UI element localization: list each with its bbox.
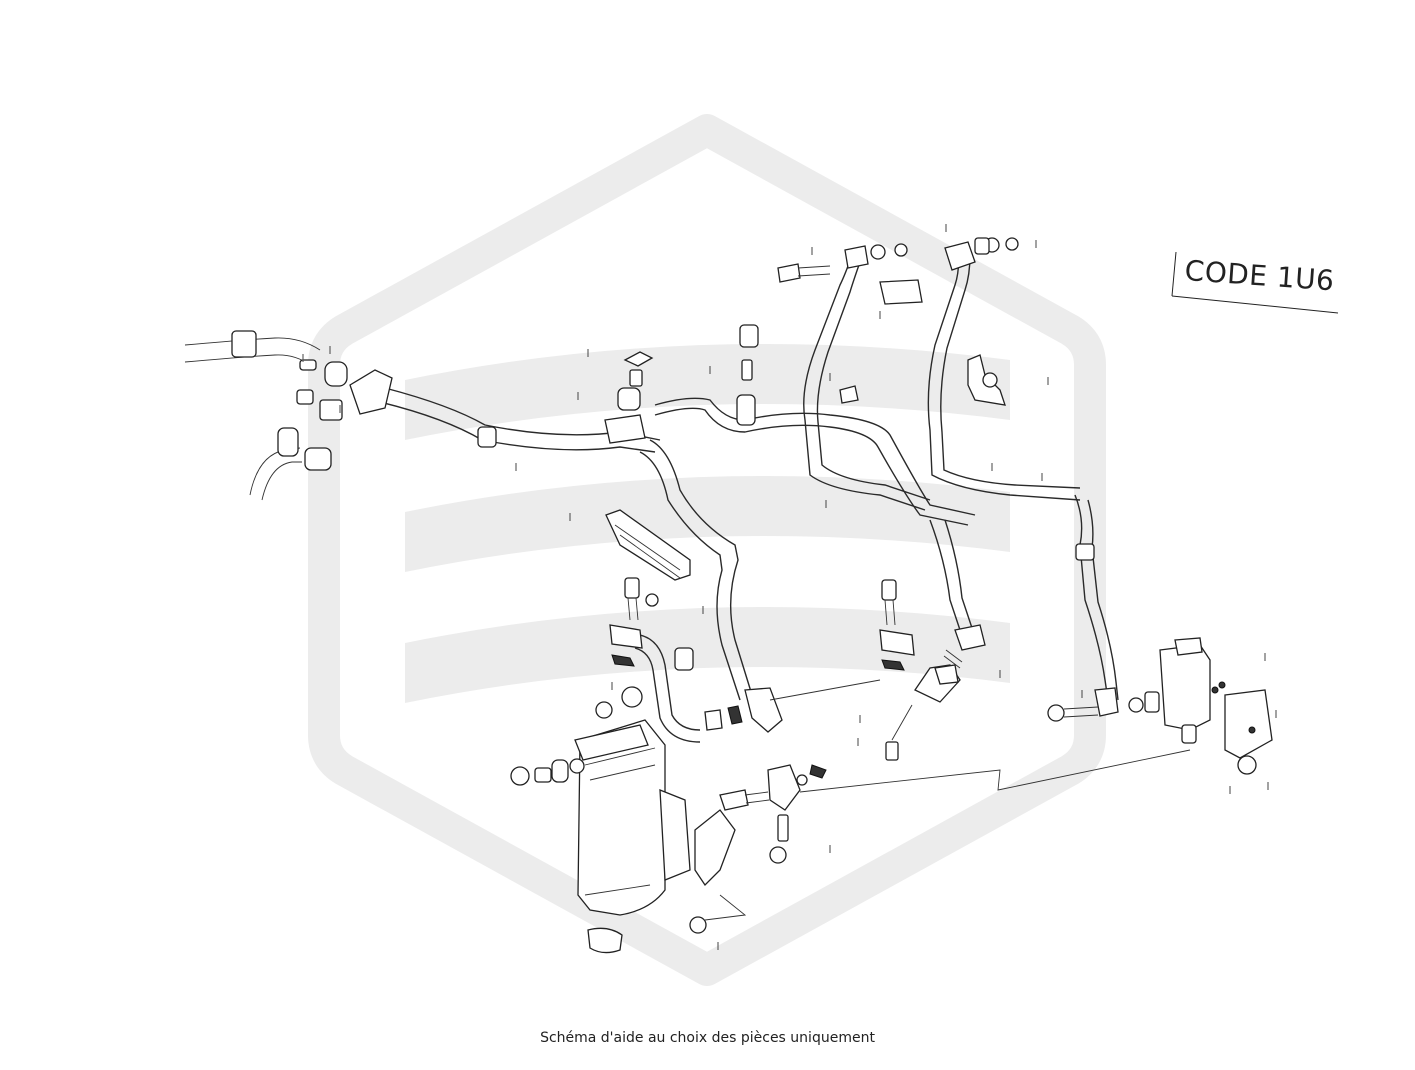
clips-center bbox=[704, 679, 881, 731]
bracket-right bbox=[879, 579, 963, 761]
left-lower-hose bbox=[634, 634, 701, 743]
pipe-center-right bbox=[604, 387, 976, 526]
sensor-assembly bbox=[719, 749, 1191, 864]
valve-assembly-right bbox=[1047, 637, 1273, 775]
main-pipe-left bbox=[349, 369, 661, 453]
fasteners-canister bbox=[510, 758, 585, 786]
canister-assembly bbox=[574, 719, 747, 954]
upper-hoses bbox=[803, 241, 1081, 511]
bracket-left bbox=[595, 509, 691, 719]
diagram-caption: Schéma d'aide au choix des pièces unique… bbox=[540, 1030, 875, 1046]
pipe-down-center bbox=[639, 439, 783, 733]
right-hose bbox=[1074, 494, 1119, 717]
code-label-frame bbox=[1171, 251, 1339, 314]
lower-center-hose bbox=[929, 519, 986, 651]
fasteners-top bbox=[623, 237, 1019, 406]
reference-ticks bbox=[302, 224, 1277, 950]
left-pipe-fragment bbox=[184, 330, 348, 501]
